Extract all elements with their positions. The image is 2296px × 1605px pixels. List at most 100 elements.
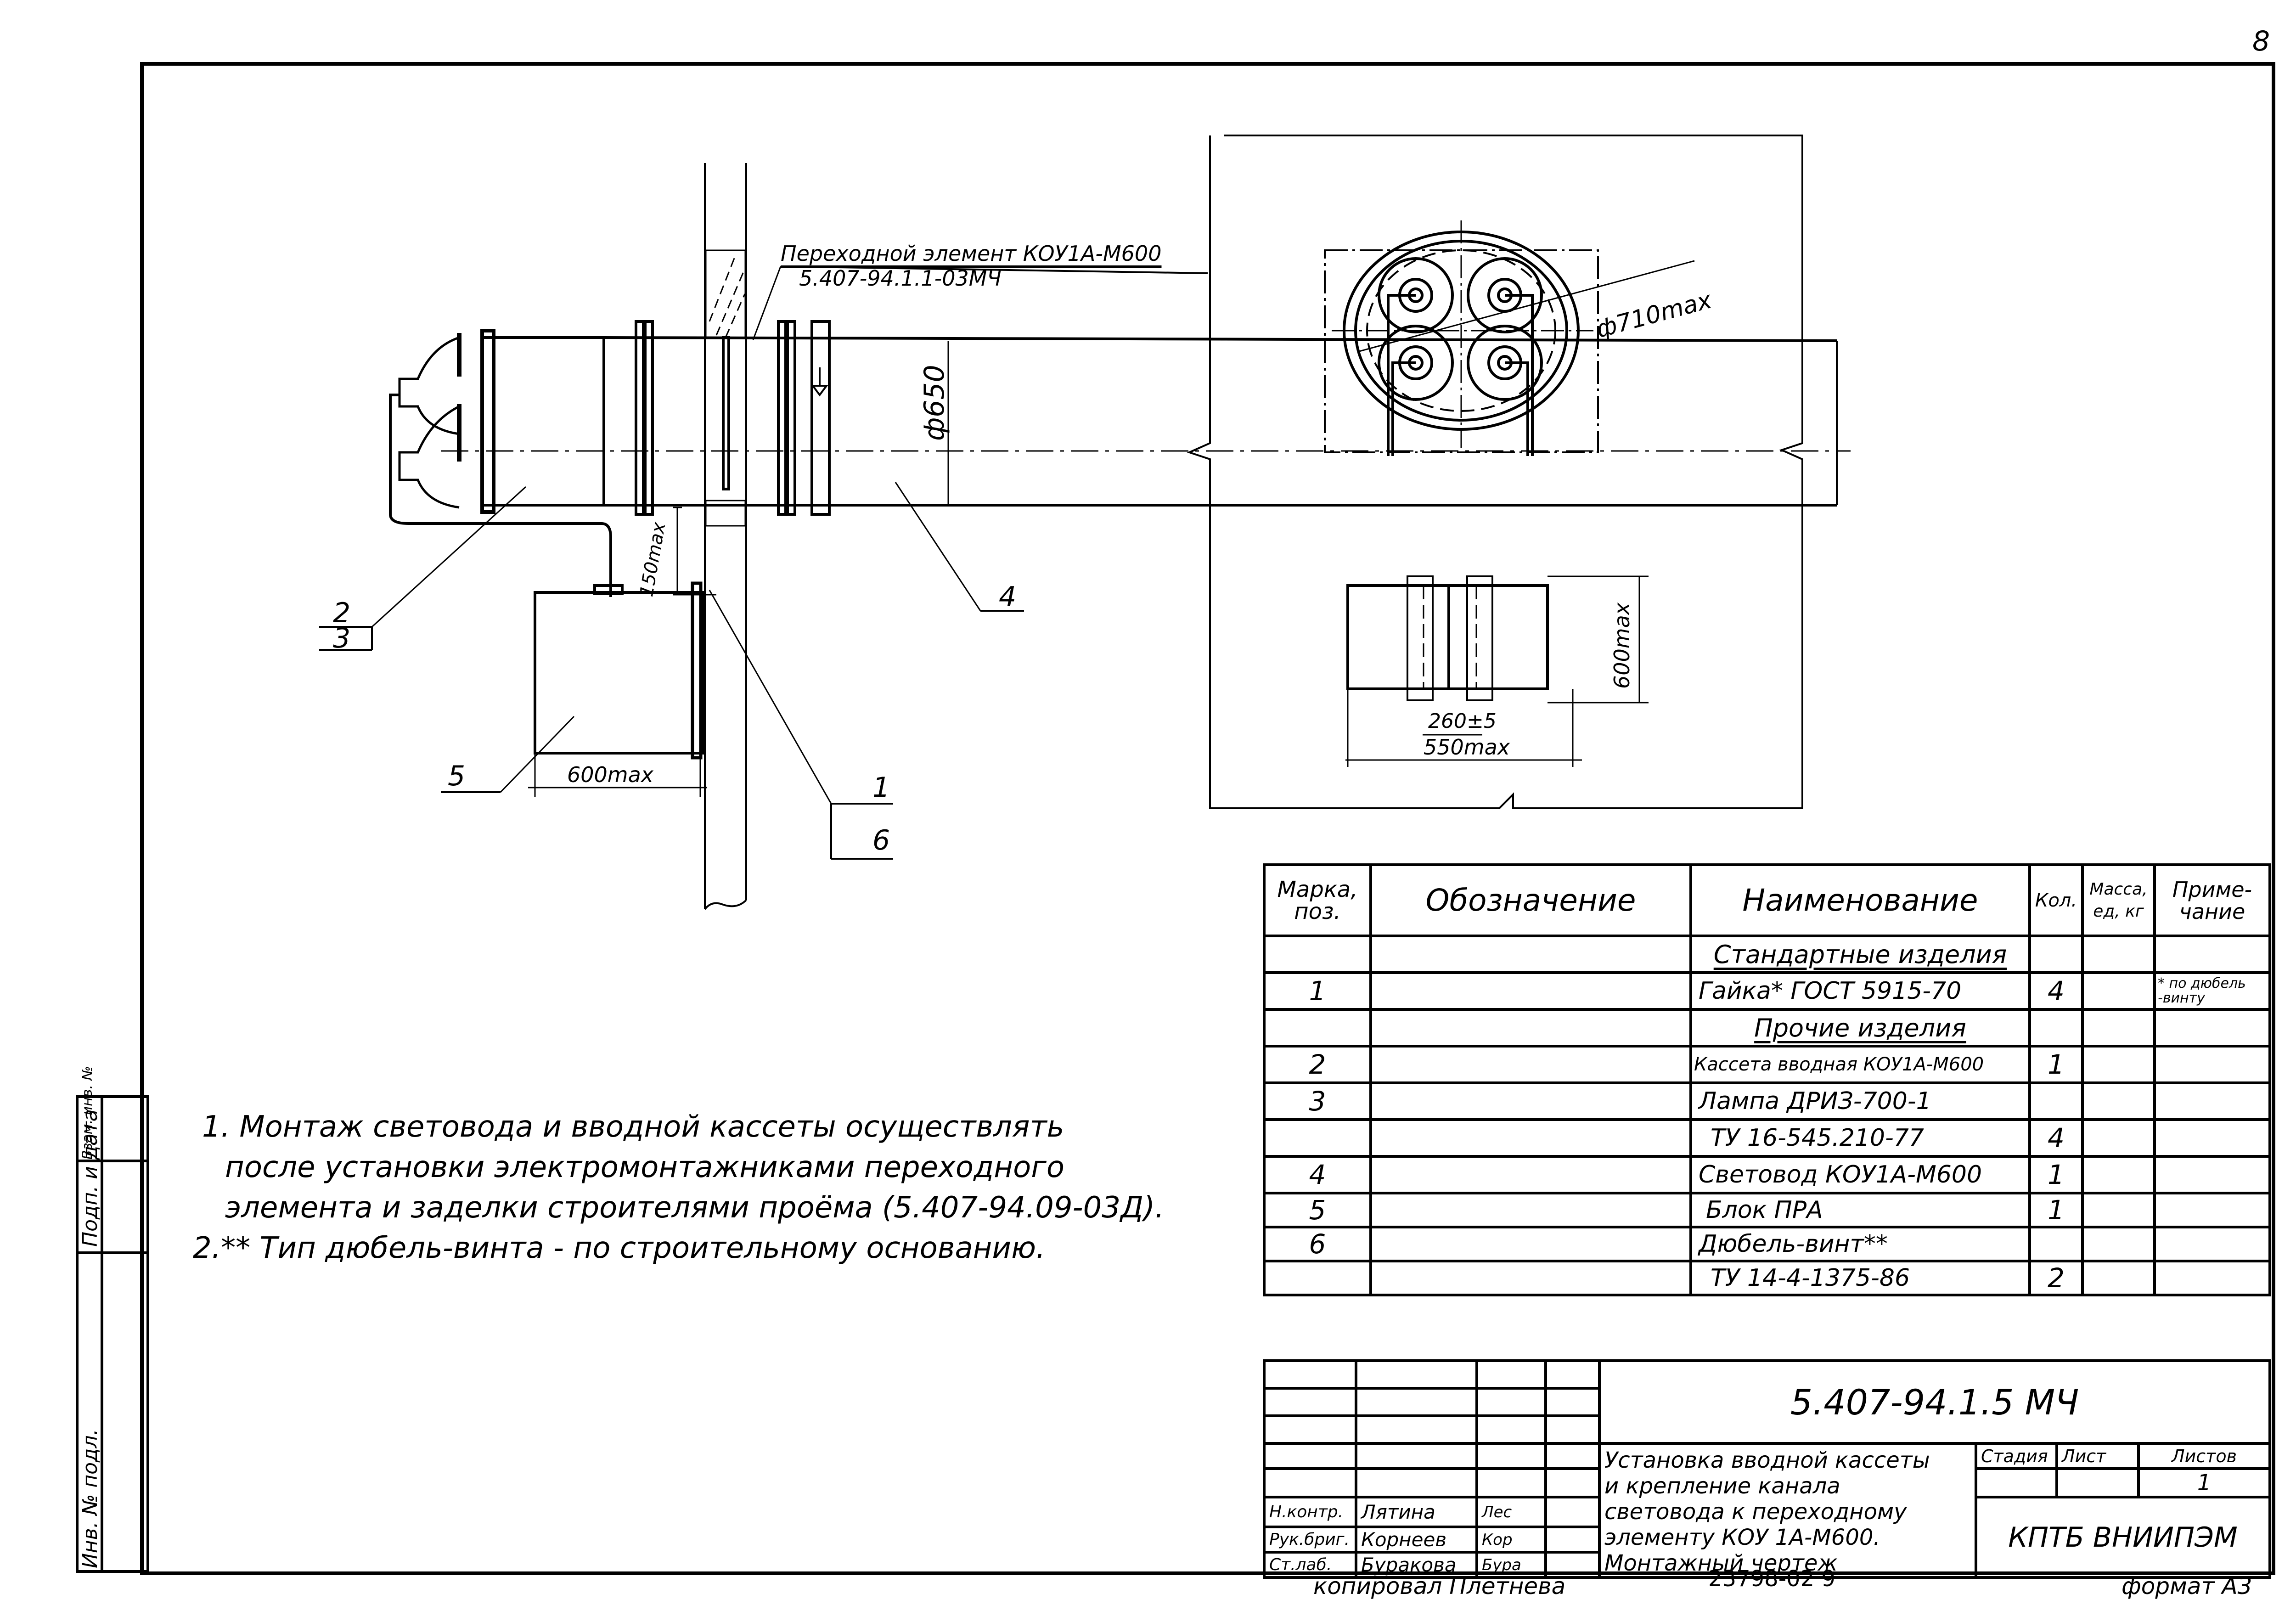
- specification-table: Марка, поз. Обозначение Наименование Кол…: [1263, 863, 2271, 1296]
- copied-by: копировал Плетнева: [1313, 1573, 1566, 1599]
- table-row: 3 Лампа ДРИЗ-700-1: [1263, 1081, 2271, 1121]
- cell-mark: 3: [1263, 1081, 1372, 1121]
- role-2: Рук.бриг.: [1263, 1526, 1357, 1554]
- cell-designation: [1369, 971, 1692, 1011]
- cell-mass: [2081, 1008, 2156, 1047]
- cell-designation: [1369, 1045, 1692, 1084]
- cell-mass: [2081, 1045, 2156, 1084]
- document-code: 5.407-94.1.5 МЧ: [1598, 1359, 2271, 1445]
- drawing-frame: [140, 62, 2275, 1575]
- notes: 1. Монтаж световода и вводной кассеты ос…: [193, 1107, 1164, 1268]
- format-label: формат А3: [2122, 1573, 2252, 1599]
- cell-note: [2153, 1192, 2271, 1228]
- table-row: 2 Кассета вводная КОУ1А-М600 1: [1263, 1045, 2271, 1084]
- cell-mark: 4: [1263, 1155, 1372, 1194]
- sign-1: Лес: [1475, 1496, 1547, 1528]
- archive-number: 23798-02 9: [1708, 1566, 1835, 1592]
- note-line-3: элемента и заделки строителями проёма (5…: [225, 1191, 1165, 1225]
- cell-mass: [2081, 1192, 2156, 1228]
- cell-qty: [2028, 1226, 2084, 1262]
- cell-note: [2153, 1081, 2271, 1121]
- cell-name: Гайка* ГОСТ 5915-70: [1689, 971, 2031, 1011]
- sheets-label: Листов: [2137, 1442, 2271, 1470]
- cell-name: ТУ 14-4-1375-86: [1689, 1260, 2031, 1296]
- cell-name: Лампа ДРИЗ-700-1: [1689, 1081, 2031, 1121]
- transition-element-callout: Переходной элемент КОУ1А-М600 5.407-94.1…: [781, 241, 1161, 291]
- dimension-600max-left: 600max: [567, 762, 654, 787]
- callout-line-1: Переходной элемент КОУ1А-М600: [781, 241, 1162, 266]
- cell-mark: [1263, 1260, 1372, 1296]
- lamps: [389, 333, 612, 597]
- title-line-4: элементу КОУ 1А-М600.: [1604, 1525, 1880, 1550]
- sheet-label: Лист: [2055, 1442, 2140, 1470]
- cell-note: [2153, 935, 2271, 974]
- cell-mark: 1: [1263, 971, 1372, 1011]
- leader-3: 3: [333, 622, 351, 654]
- cell-mass: [2081, 1155, 2156, 1194]
- opening-outline: [1187, 135, 1803, 809]
- dimension-550max: 550max: [1424, 735, 1510, 760]
- leader-1: 1: [872, 772, 890, 804]
- cell-mass: [2081, 935, 2156, 974]
- note-line-4: 2.** Тип дюбель-винта - по строительному…: [193, 1231, 1046, 1265]
- sheets-value: 1: [2137, 1467, 2271, 1498]
- header-mark: Марка, поз.: [1263, 863, 1372, 937]
- cell-designation: [1369, 1155, 1692, 1194]
- cell-mark: 6: [1263, 1226, 1372, 1262]
- cell-designation: [1369, 1081, 1692, 1121]
- table-row: 4 Световод КОУ1А-М600 1: [1263, 1155, 2271, 1194]
- cell-name: Дюбель-винт**: [1689, 1226, 2031, 1262]
- table-row: Прочие изделия: [1263, 1008, 2271, 1047]
- organization: КПТБ ВНИИПЭМ: [1975, 1496, 2271, 1579]
- side-label-signature-date: Подп. и дата: [79, 1109, 102, 1247]
- cell-designation: [1369, 1008, 1692, 1047]
- spec-header-row: Марка, поз. Обозначение Наименование Кол…: [1263, 863, 2271, 937]
- cell-qty: 2: [2028, 1260, 2084, 1296]
- cell-note: [2153, 1045, 2271, 1084]
- cell-mass: [2081, 971, 2156, 1011]
- table-row: ТУ 16-545.210-77 4: [1263, 1118, 2271, 1158]
- cell-mark: [1263, 1118, 1372, 1158]
- cell-name: Кассета вводная КОУ1А-М600: [1689, 1045, 2031, 1084]
- cell-mass: [2081, 1226, 2156, 1262]
- cell-mass: [2081, 1118, 2156, 1158]
- light-guide-pipe: [441, 336, 1851, 507]
- leader-5: 5: [448, 760, 466, 792]
- name-2: Корнеев: [1355, 1526, 1478, 1554]
- header-note: Приме- чание: [2153, 863, 2271, 937]
- table-row: 6 Дюбель-винт**: [1263, 1226, 2271, 1262]
- cell-qty: 4: [2028, 1118, 2084, 1158]
- title-line-1: Установка вводной кассеты: [1604, 1447, 1930, 1473]
- header-designation: Обозначение: [1369, 863, 1692, 937]
- dimension-diameter-650: ф650: [918, 365, 951, 441]
- leader-4: 4: [999, 581, 1017, 613]
- cell-name: Блок ПРА: [1689, 1192, 2031, 1228]
- cell-note: [2153, 1226, 2271, 1262]
- table-row: Стандартные изделия: [1263, 935, 2271, 974]
- cell-designation: [1369, 1118, 1692, 1158]
- cell-designation: [1369, 1260, 1692, 1296]
- leader-6: 6: [872, 824, 890, 856]
- stage-label: Стадия: [1975, 1442, 2058, 1470]
- cell-name: Световод КОУ1А-М600: [1689, 1155, 2031, 1194]
- dimension-260: 260±5: [1428, 710, 1497, 733]
- cell-qty: [2028, 1008, 2084, 1047]
- cell-qty: 4: [2028, 971, 2084, 1011]
- side-stamp: Взам. инв. № Подп. и дата Инв. № подл.: [76, 1066, 149, 1573]
- page-number: 8: [2252, 25, 2270, 57]
- name-3: Буракова: [1355, 1551, 1478, 1579]
- cell-name: ТУ 16-545.210-77: [1689, 1118, 2031, 1158]
- title-line-3: световода к переходному: [1604, 1499, 1907, 1525]
- cell-mass: [2081, 1260, 2156, 1296]
- cell-mark: 5: [1263, 1192, 1372, 1228]
- sign-3: Бура: [1475, 1551, 1547, 1579]
- sheet-value: [2055, 1467, 2140, 1498]
- table-row: 1 Гайка* ГОСТ 5915-70 4 * по дюбель -вин…: [1263, 971, 2271, 1011]
- side-label-inventory-number: Инв. № подл.: [79, 1429, 102, 1568]
- cell-designation: [1369, 1192, 1692, 1228]
- table-row: 5 Блок ПРА 1: [1263, 1192, 2271, 1228]
- cell-designation: [1369, 935, 1692, 974]
- role-1: Н.контр.: [1263, 1496, 1357, 1528]
- section-other-items: Прочие изделия: [1689, 1008, 2031, 1047]
